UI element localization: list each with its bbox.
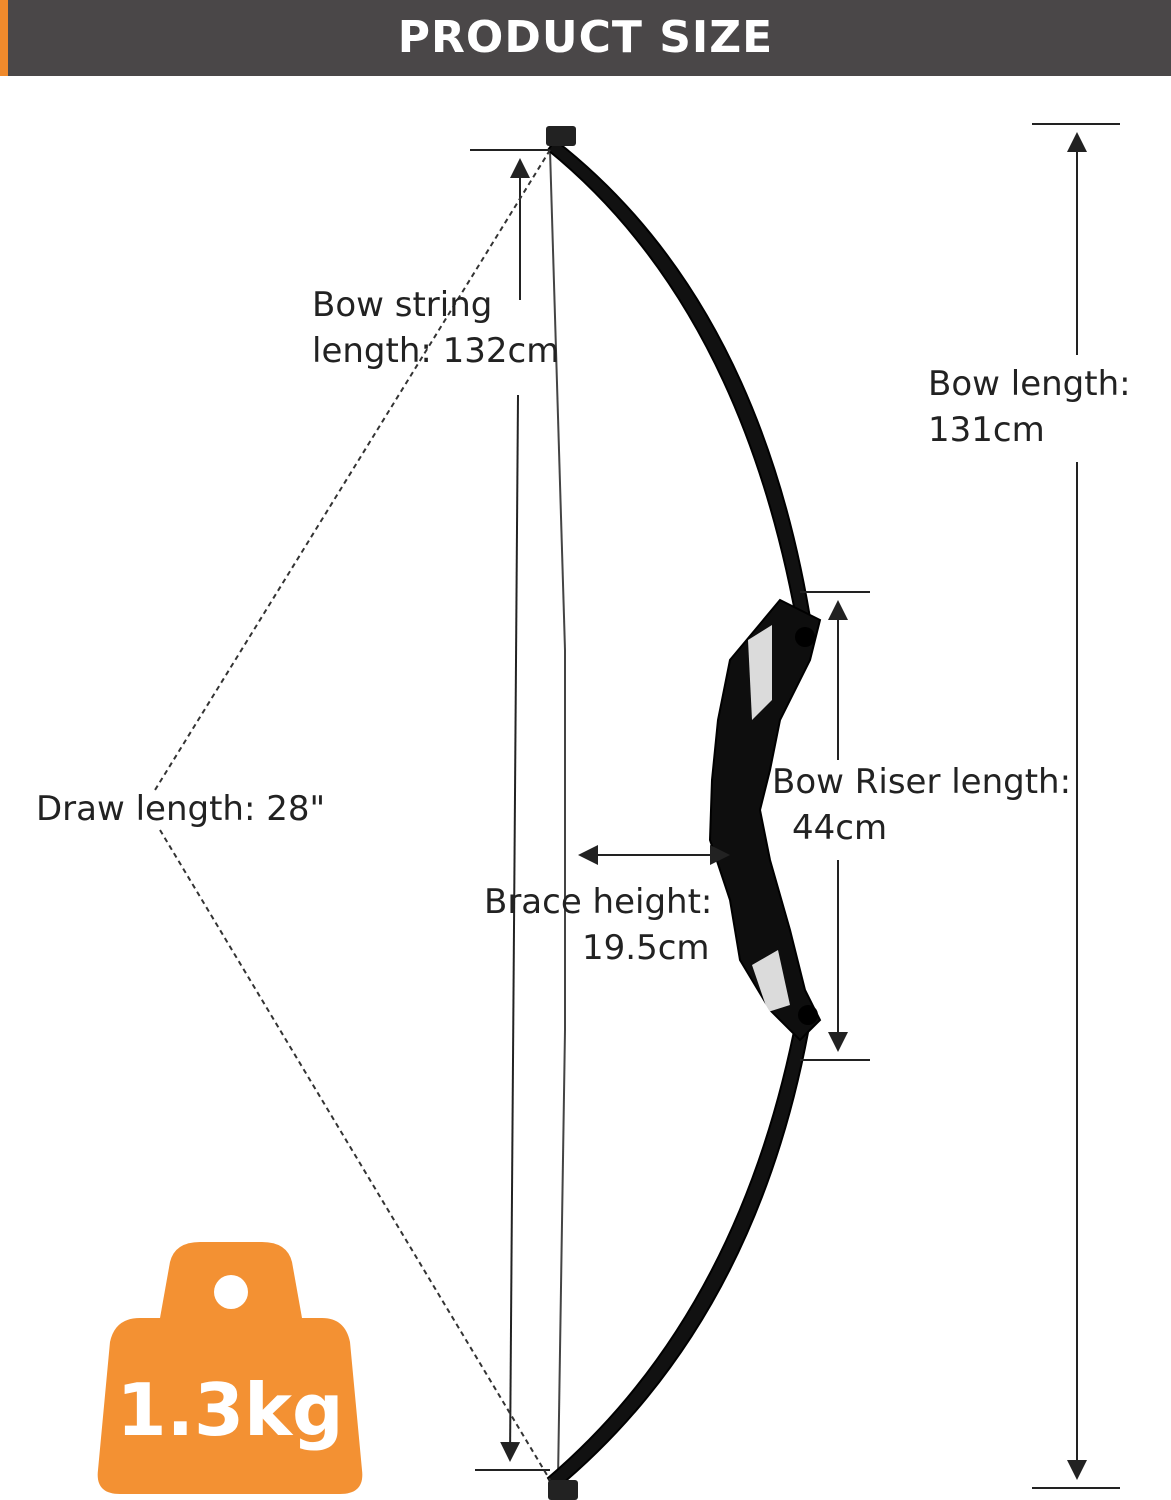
bow-string-label: Bow string length: 132cm — [312, 282, 559, 374]
draw-length-lines — [154, 149, 551, 1481]
draw-length-label: Draw length: 28" — [36, 786, 325, 832]
bow-string-label-line1: Bow string — [312, 285, 493, 325]
brace-height-label: Brace height: 19.5cm — [484, 879, 712, 971]
draw-length-label-text: Draw length: 28" — [36, 789, 326, 829]
bow-string — [549, 149, 566, 1481]
page-title: PRODUCT SIZE — [397, 12, 774, 63]
weight-icon — [97, 1242, 363, 1494]
bow-riser — [708, 598, 822, 1042]
riser-length-dimension — [800, 591, 870, 1061]
bow-length-label: Bow length: 131cm — [928, 361, 1131, 453]
bow-length-label-line2: 131cm — [928, 410, 1045, 450]
header-accent — [0, 0, 8, 76]
bow-string-dimension — [470, 149, 550, 1471]
bow-length-label-line1: Bow length: — [928, 364, 1131, 404]
bow-length-dimension — [1032, 123, 1120, 1489]
bow-string-label-line2: length: 132cm — [312, 331, 560, 371]
bow-riser-label: Bow Riser length: 44cm — [772, 759, 1071, 851]
brace-height-label-line1: Brace height: — [484, 882, 713, 922]
weight-value: 1.3kg — [116, 1368, 344, 1452]
header-bar: PRODUCT SIZE — [0, 0, 1171, 76]
brace-height-label-line2: 19.5cm — [582, 928, 710, 968]
bow-riser-label-line2: 44cm — [792, 808, 888, 848]
bow-riser-label-line1: Bow Riser length: — [772, 762, 1072, 802]
